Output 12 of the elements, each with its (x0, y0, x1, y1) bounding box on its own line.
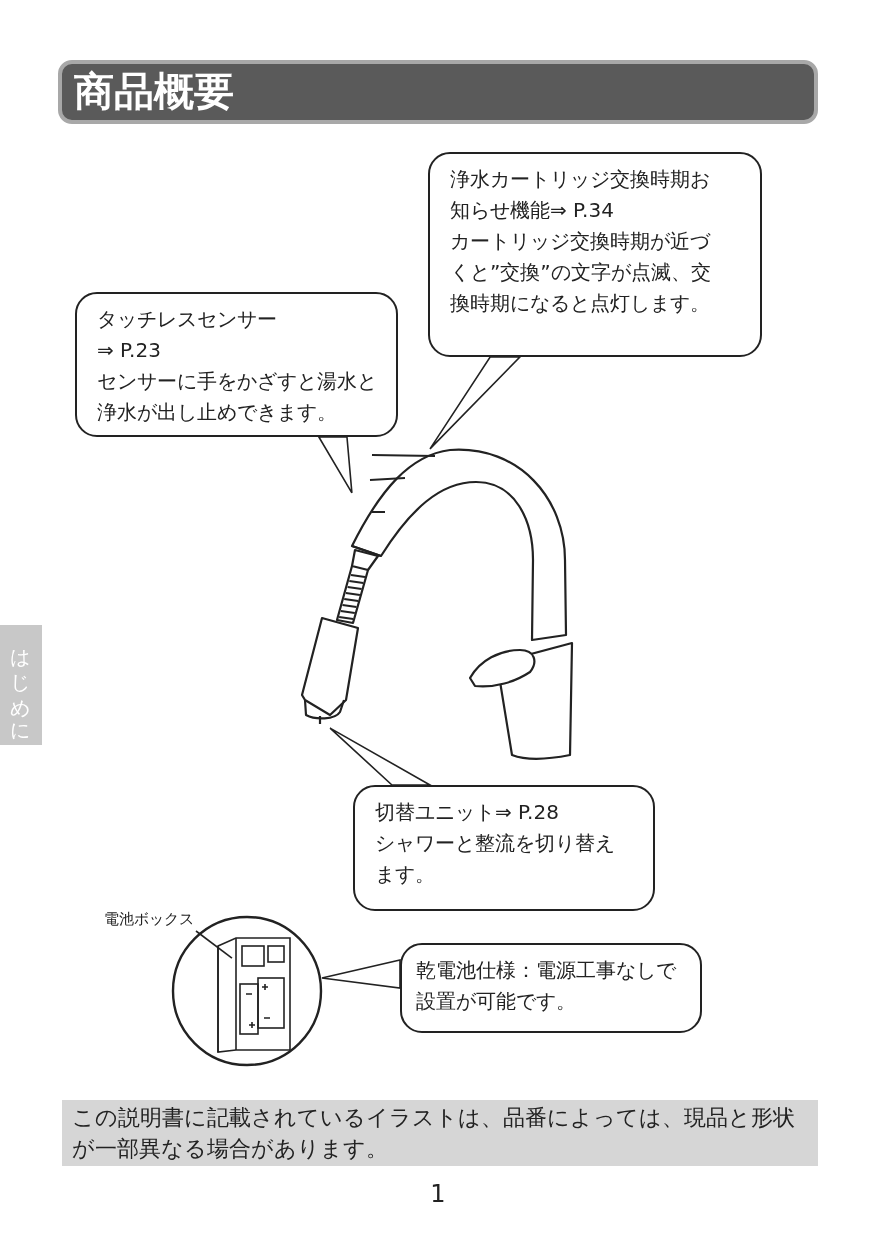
leader-line (195, 930, 233, 959)
bubble-tail (329, 727, 434, 786)
bubble-tail (429, 356, 522, 450)
page-number: 1 (429, 1179, 447, 1210)
bubble-tail (321, 959, 401, 989)
speech-bubble: 浄水カートリッジ交換時期お知らせ機能⇒ P.34 カートリッジ交換時期が近づくと”交換”の文字が点滅、交換時期になると点灯します。 (428, 152, 762, 357)
bubble-tail (317, 436, 353, 494)
title-bar: 商品概要 (58, 60, 818, 124)
note-text: この説明書に記載されているイラストは、品番によっては、現品と形状が一部異なる場合があります。 (62, 1100, 818, 1166)
part-label: 電池ボックス (104, 907, 230, 931)
speech-bubble: タッチレスセンサー ⇒ P.23 センサーに手をかざすと湯水と浄水が出し止めできます。 (75, 292, 398, 437)
speech-bubble: 乾電池仕様：電源工事なしで設置が可能です。 (400, 943, 702, 1033)
